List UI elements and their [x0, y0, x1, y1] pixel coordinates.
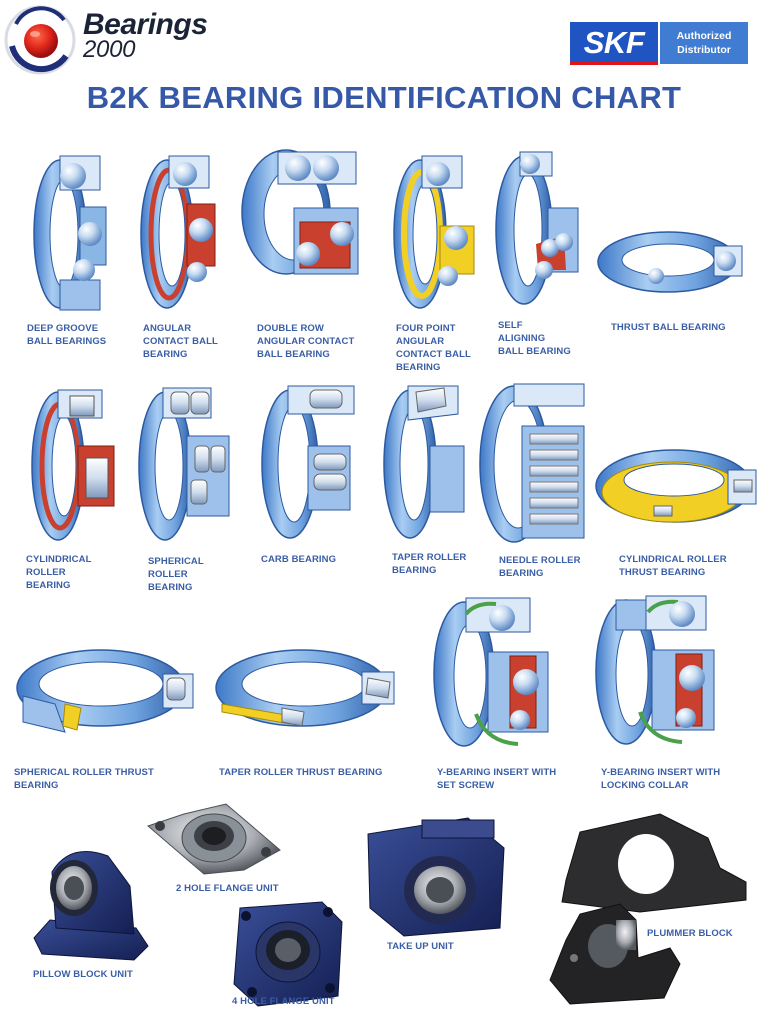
two-hole-flange-unit-image — [147, 803, 281, 875]
page-title: B2K BEARING IDENTIFICATION CHART — [86, 80, 682, 115]
brand-number: 2000 — [83, 36, 136, 63]
taper-roller-thrust-label: TAPER ROLLER THRUST BEARING — [219, 767, 383, 778]
four-point-bearing-image — [393, 155, 475, 309]
taper-roller-bearing-image — [383, 385, 465, 539]
plummer-block-image — [549, 813, 747, 1005]
double-row-bearing-image — [241, 149, 359, 275]
four-hole-flange-label: 4 HOLE FLANGE UNIT — [232, 996, 335, 1007]
distributor-text: Distributor — [677, 44, 731, 56]
pillow-block-label: PILLOW BLOCK UNIT — [33, 969, 133, 980]
cylindrical-roller-thrust-label: CYLINDRICAL ROLLER THRUST BEARING — [619, 554, 727, 578]
authorized-text: Authorized — [676, 30, 732, 42]
take-up-unit-image — [367, 817, 505, 937]
deep-groove-label: DEEP GROOVE BALL BEARINGS — [27, 323, 107, 347]
double-row-label: DOUBLE ROW ANGULAR CONTACT BALL BEARING — [257, 323, 355, 360]
self-aligning-label: SELF ALIGNING BALL BEARING — [498, 320, 571, 357]
y-bearing-set-screw-image — [433, 597, 549, 747]
cylindrical-roller-label: CYLINDRICAL ROLLER BEARING — [26, 554, 92, 591]
spherical-roller-label: SPHERICAL ROLLER BEARING — [148, 556, 204, 593]
thrust-ball-bearing-image — [597, 231, 743, 293]
four-point-label: FOUR POINT ANGULAR CONTACT BALL BEARING — [396, 323, 471, 373]
cylindrical-roller-thrust-bearing-image — [595, 449, 757, 523]
cylindrical-roller-bearing-image — [31, 389, 115, 541]
y-bearing-locking-collar-label: Y-BEARING INSERT WITH LOCKING COLLAR — [601, 767, 721, 791]
spherical-roller-thrust-bearing-image — [16, 649, 194, 733]
carb-label: CARB BEARING — [261, 554, 337, 565]
y-bearing-set-screw-label: Y-BEARING INSERT WITH SET SCREW — [437, 767, 557, 791]
skf-red-bar — [570, 61, 658, 65]
needle-roller-bearing-image — [479, 383, 585, 543]
taper-roller-thrust-bearing-image — [215, 649, 395, 727]
skf-wordmark: SKF — [570, 22, 658, 64]
angular-contact-label: ANGULAR CONTACT BALL BEARING — [143, 323, 218, 360]
authorized-distributor-badge: Authorized Distributor — [660, 22, 748, 64]
taper-roller-label: TAPER ROLLER BEARING — [392, 552, 467, 576]
four-hole-flange-unit-image — [233, 901, 343, 1007]
needle-roller-label: NEEDLE ROLLER BEARING — [499, 555, 581, 579]
brand-name: Bearings — [83, 8, 208, 41]
spherical-roller-thrust-label: SPHERICAL ROLLER THRUST BEARING — [14, 767, 154, 791]
self-aligning-bearing-image — [495, 151, 579, 305]
carb-bearing-image — [261, 385, 355, 539]
two-hole-flange-label: 2 HOLE FLANGE UNIT — [176, 883, 279, 894]
deep-groove-bearing-image — [33, 155, 107, 311]
pillow-block-unit-image — [33, 851, 149, 961]
y-bearing-locking-collar-image — [595, 595, 715, 745]
angular-contact-bearing-image — [140, 155, 216, 309]
spherical-roller-bearing-image — [138, 387, 230, 541]
take-up-label: TAKE UP UNIT — [387, 941, 454, 952]
logo-globe-icon — [4, 5, 76, 75]
plummer-block-label: PLUMMER BLOCK — [647, 928, 733, 939]
thrust-ball-label: THRUST BALL BEARING — [611, 322, 726, 333]
